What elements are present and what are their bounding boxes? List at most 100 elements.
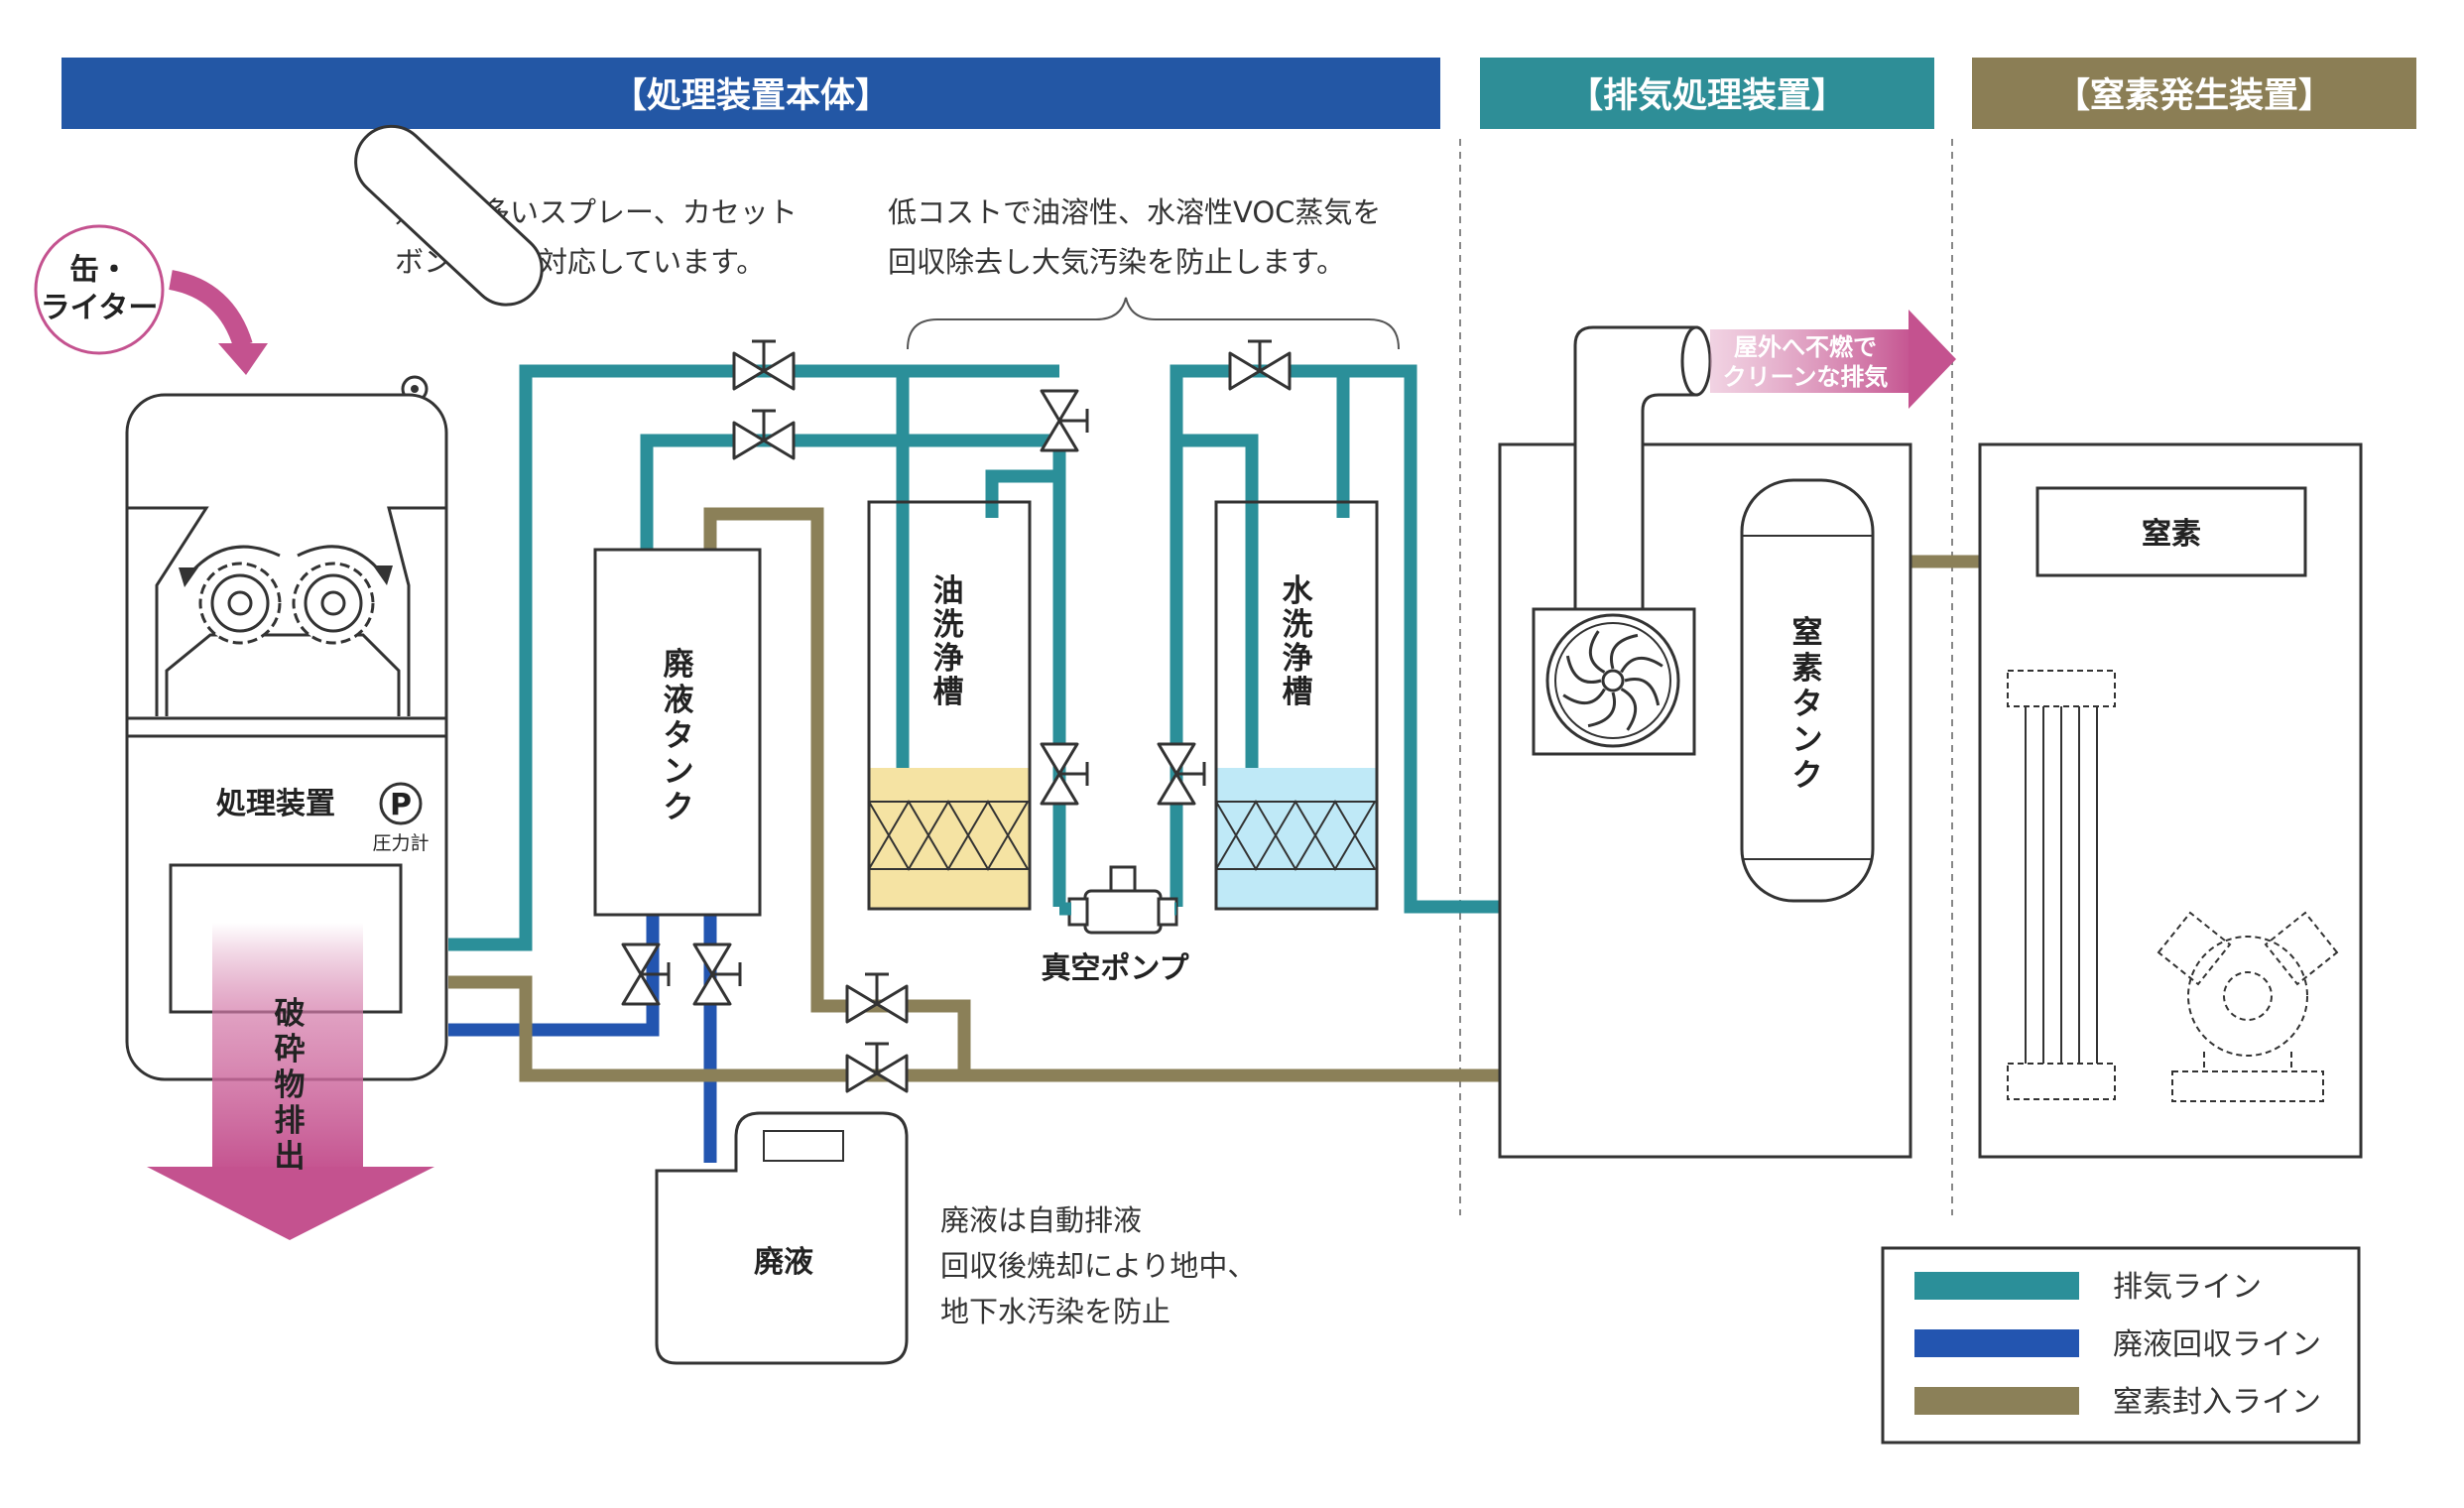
valve-icon <box>845 1042 909 1093</box>
crusher-gear-left-icon <box>198 562 282 645</box>
legend-waste-label: 廃液回収ライン <box>2113 1327 2321 1362</box>
fan-icon <box>1545 613 1680 748</box>
vacuum-pump-icon <box>1067 865 1178 935</box>
oil-wash-tank-label-char: 浄 <box>933 641 964 677</box>
gear-rotation-right-icon <box>297 545 384 574</box>
valve-stem <box>865 1042 889 1073</box>
fan-blade <box>1562 688 1606 705</box>
crusher-gear-right-icon <box>292 562 375 645</box>
valve-icon <box>692 942 742 1006</box>
gear-rotation-left-icon <box>186 545 281 576</box>
compressor-icon <box>2156 911 2339 1102</box>
waste-note-line1: 廃液は自動排液 <box>940 1203 1142 1237</box>
gear-rotation-left-arrowhead-icon <box>179 567 198 587</box>
waste-line-pipes <box>448 915 717 1163</box>
fan-blade <box>1624 678 1661 706</box>
can-lighter-label-1: 缶・ <box>69 253 129 288</box>
valve-stem <box>1059 762 1089 786</box>
nitrogen-tank-label-char: ク <box>1792 758 1823 794</box>
nitrogen-unit-header: 【窒素発生装置】 <box>2055 76 2333 116</box>
voc-brace <box>907 297 1400 350</box>
water-wash-packing <box>1215 800 1378 871</box>
water-wash-tank-label-char: 水 <box>1283 573 1314 609</box>
waste-tank-label-char: タ <box>664 718 694 754</box>
waste-note-line2: 回収後焼却により地中、 <box>940 1249 1256 1283</box>
water-wash-tank-label-char: 浄 <box>1283 641 1313 677</box>
can-lighter-label-2: ライター <box>41 291 159 325</box>
fan-blade <box>1620 656 1663 674</box>
membrane-module-icon <box>2007 670 2116 1100</box>
discharge-label-char: 破 <box>275 996 306 1032</box>
discharge-label-char: 物 <box>275 1068 306 1103</box>
valve-stem <box>752 339 776 371</box>
pressure-symbol: P <box>390 788 412 822</box>
water-wash-tank <box>1214 500 1379 911</box>
oil-wash-packing <box>868 800 1031 871</box>
exhaust-unit-header: 【排気処理装置】 <box>1568 76 1846 116</box>
outdoor-exhaust-label-2: クリーンな排気 <box>1723 363 1889 391</box>
nitrogen-box <box>2035 486 2307 577</box>
fan-blade <box>1587 691 1616 728</box>
water-wash-fill <box>1216 768 1377 909</box>
pressure-gauge-icon <box>379 782 423 825</box>
nitrogen-tank <box>1740 478 1875 903</box>
input-arrow-icon <box>168 270 253 349</box>
fan-blade <box>1610 633 1639 670</box>
vacuum-pump-label: 真空ポンプ <box>1041 951 1189 986</box>
exhaust-stack-outlet <box>1680 325 1712 397</box>
nitrogen-tank-label-char: 窒 <box>1792 615 1823 651</box>
fan-blade <box>1565 655 1602 684</box>
valve-stem <box>641 962 671 986</box>
valve-stem <box>1248 339 1272 371</box>
legend-exhaust-swatch <box>1914 1272 2079 1300</box>
outdoor-exhaust-arrow <box>1710 329 1914 393</box>
processor-label: 処理装置 <box>216 787 335 821</box>
main-unit-header-bar <box>62 58 1440 129</box>
nitrogen-tank-label-char: 素 <box>1792 651 1823 687</box>
valve-icon <box>1040 742 1089 806</box>
valve-icon <box>1040 389 1089 452</box>
legend-nitrogen-swatch <box>1914 1387 2079 1415</box>
waste-container <box>655 1111 909 1365</box>
exhaust-unit-header-bar <box>1480 58 1934 129</box>
valve-icon <box>1228 339 1292 391</box>
water-wash-tank-label-char: 槽 <box>1283 675 1313 710</box>
valve-icon <box>1157 742 1206 806</box>
valve-icon <box>732 409 796 460</box>
discharge-label-char: 出 <box>275 1139 306 1175</box>
oil-wash-tank-label-char: 油 <box>933 573 964 609</box>
discharge-label-char: 砕 <box>275 1032 306 1068</box>
input-arrowhead-icon <box>218 343 268 375</box>
nitrogen-tank-label-char: ン <box>1792 722 1823 758</box>
valve-stem <box>752 409 776 440</box>
water-wash-tank-label-char: 洗 <box>1283 607 1313 643</box>
legend-nitrogen-label: 窒素封入ライン <box>2113 1385 2321 1420</box>
valve-icon <box>732 339 796 391</box>
fan-blade <box>1588 630 1606 674</box>
waste-note-line3: 地下水汚染を防止 <box>940 1295 1170 1328</box>
waste-liquid-label: 廃液 <box>754 1245 813 1280</box>
valve-stem <box>1176 762 1206 786</box>
voc-note-line2: 回収除去し大気汚染を防止します。 <box>888 245 1345 279</box>
main-unit-header: 【処理装置本体】 <box>612 76 890 116</box>
discharge-arrowhead-icon <box>147 1167 434 1240</box>
oil-wash-tank <box>867 500 1032 911</box>
waste-tank <box>593 548 762 917</box>
gear-rotation-right-arrowhead-icon <box>373 566 393 585</box>
pressure-gauge-label: 圧力計 <box>372 832 429 854</box>
discharge-arrow-shaft <box>212 923 363 1173</box>
valve-icon <box>845 972 909 1024</box>
oil-wash-fill <box>869 768 1030 909</box>
oil-wash-tank-label-char: 洗 <box>933 607 964 643</box>
outdoor-exhaust-label-1: 屋外へ不燃で <box>1734 333 1877 361</box>
legend-waste-swatch <box>1914 1329 2079 1357</box>
fan-blade <box>1620 688 1638 731</box>
nitrogen-label: 窒素 <box>2142 517 2201 552</box>
waste-tank-label-char: 廃 <box>664 647 695 683</box>
waste-container-handle <box>763 1130 844 1162</box>
waste-tank-label-char: ク <box>664 790 694 825</box>
valve-icon <box>621 942 671 1006</box>
